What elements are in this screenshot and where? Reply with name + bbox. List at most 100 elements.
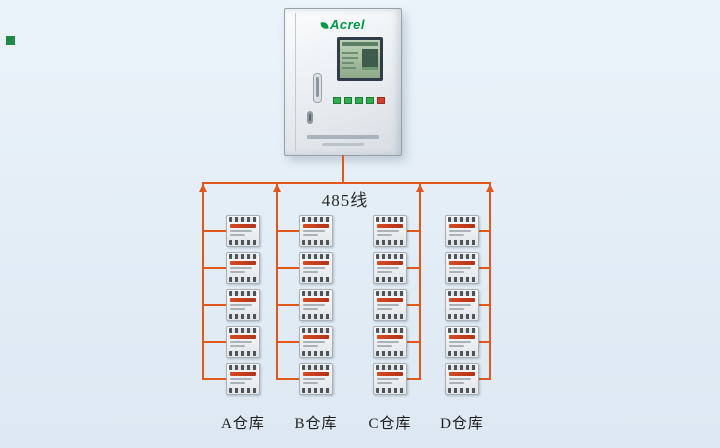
terminal-strip [229, 388, 257, 393]
module-stripe [303, 372, 329, 376]
module-stripe [377, 335, 403, 339]
corner-mark [6, 36, 15, 45]
keyhole [307, 111, 313, 124]
control-cabinet: Acrel [284, 8, 402, 156]
module-stripe [230, 372, 256, 376]
module-face [227, 222, 259, 240]
screen-header [342, 42, 378, 46]
terminal-strip [229, 254, 257, 259]
screen-display [340, 40, 380, 78]
wire-arrow [416, 184, 424, 192]
module-stripe [449, 372, 475, 376]
column-label: D仓库 [440, 416, 484, 432]
meter-module [299, 326, 333, 358]
module-stripe [230, 298, 256, 302]
module-face [374, 222, 406, 240]
terminal-strip [376, 328, 404, 333]
module-stripe [449, 335, 475, 339]
module-face [446, 259, 478, 277]
terminal-strip [448, 254, 476, 259]
screen-chart [362, 49, 378, 70]
terminal-strip [302, 240, 330, 245]
terminal-strip [229, 365, 257, 370]
meter-module [445, 215, 479, 247]
meter-module [299, 252, 333, 284]
terminal-strip [302, 291, 330, 296]
terminal-strip [376, 291, 404, 296]
module-stripe [449, 298, 475, 302]
terminal-strip [448, 291, 476, 296]
terminal-strip [302, 217, 330, 222]
terminal-strip [229, 291, 257, 296]
indicator-slot [313, 73, 322, 103]
terminal-strip [376, 351, 404, 356]
module-stripe [303, 261, 329, 265]
nameplate [307, 135, 379, 139]
module-stripe [377, 224, 403, 228]
panel-button-green [366, 97, 374, 104]
terminal-strip [448, 351, 476, 356]
module-face [300, 222, 332, 240]
panel-button-red [377, 97, 385, 104]
meter-module [373, 215, 407, 247]
terminal-strip [229, 328, 257, 333]
meter-module [445, 252, 479, 284]
column-label: C仓库 [368, 416, 412, 432]
panel-button-green [355, 97, 363, 104]
module-face [374, 259, 406, 277]
column-label: A仓库 [221, 416, 265, 432]
panel-button-green [344, 97, 352, 104]
module-face [227, 333, 259, 351]
meter-module [299, 289, 333, 321]
terminal-strip [448, 314, 476, 319]
module-face [227, 296, 259, 314]
module-face [374, 333, 406, 351]
meter-module [373, 326, 407, 358]
module-stripe [377, 298, 403, 302]
terminal-strip [448, 240, 476, 245]
terminal-strip [302, 388, 330, 393]
hmi-screen [337, 37, 383, 81]
meter-module [373, 363, 407, 395]
terminal-strip [448, 388, 476, 393]
module-stripe [230, 224, 256, 228]
module-face [446, 333, 478, 351]
module-stripe [303, 224, 329, 228]
module-face [300, 296, 332, 314]
module-face [227, 259, 259, 277]
module-face [374, 370, 406, 388]
terminal-strip [376, 314, 404, 319]
module-face [374, 296, 406, 314]
meter-module [445, 326, 479, 358]
terminal-strip [229, 277, 257, 282]
terminal-strip [448, 365, 476, 370]
terminal-strip [229, 240, 257, 245]
terminal-strip [302, 351, 330, 356]
meter-module [373, 289, 407, 321]
terminal-strip [229, 314, 257, 319]
terminal-strip [448, 277, 476, 282]
meter-module [226, 215, 260, 247]
meter-module [226, 363, 260, 395]
terminal-strip [376, 254, 404, 259]
module-stripe [377, 372, 403, 376]
meter-module [226, 252, 260, 284]
meter-module [373, 252, 407, 284]
module-stripe [303, 335, 329, 339]
wire-arrow [486, 184, 494, 192]
terminal-strip [376, 277, 404, 282]
meter-module [299, 363, 333, 395]
module-stripe [377, 261, 403, 265]
module-face [300, 333, 332, 351]
meter-module [226, 326, 260, 358]
module-face [300, 370, 332, 388]
module-face [446, 296, 478, 314]
wire-arrow [199, 184, 207, 192]
column-label: B仓库 [294, 416, 338, 432]
wire-arrow [273, 184, 281, 192]
module-face [227, 370, 259, 388]
terminal-strip [376, 240, 404, 245]
terminal-strip [302, 254, 330, 259]
terminal-strip [302, 314, 330, 319]
